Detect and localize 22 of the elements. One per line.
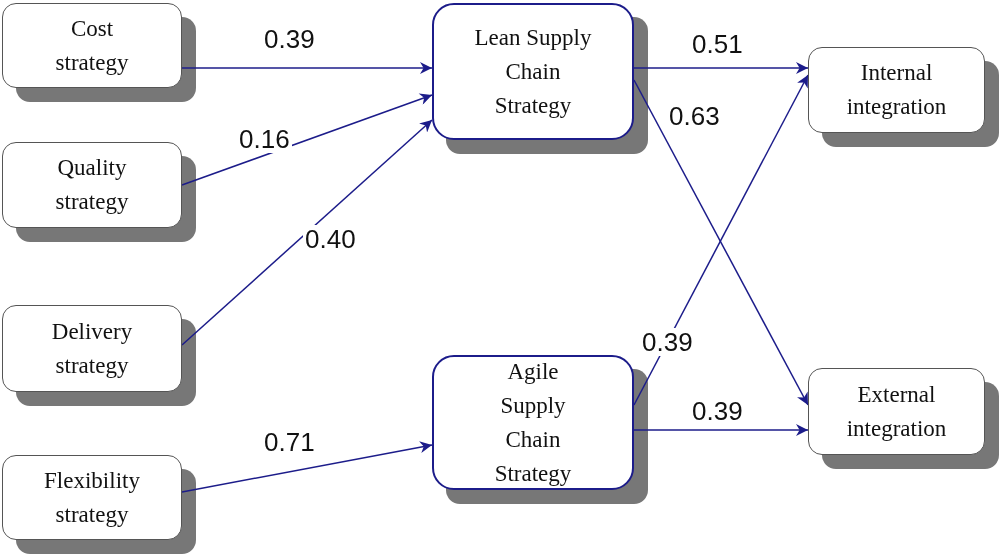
edge-label: 0.39 (640, 328, 695, 356)
process-box (432, 3, 634, 140)
node-label: Internal integration (845, 59, 948, 121)
arrow (181, 62, 433, 74)
process-box (2, 305, 182, 392)
process-box (2, 455, 182, 540)
arrow (181, 119, 433, 346)
node-label: External integration (845, 380, 948, 443)
node-label: Lean Supply Chain Strategy (473, 23, 593, 120)
node-label: Cost strategy (54, 14, 130, 77)
process-box (2, 142, 182, 228)
node-label: Flexibility strategy (43, 466, 141, 529)
node-label: Quality strategy (54, 154, 130, 216)
process-box (2, 3, 182, 88)
process-box (808, 47, 985, 133)
node-label: Delivery strategy (50, 317, 134, 380)
node-label: Agile Supply Chain Strategy (493, 357, 573, 488)
process-box (432, 355, 634, 490)
process-box (808, 368, 985, 455)
arrow (181, 441, 433, 493)
arrow (633, 62, 809, 74)
arrow (633, 424, 809, 436)
